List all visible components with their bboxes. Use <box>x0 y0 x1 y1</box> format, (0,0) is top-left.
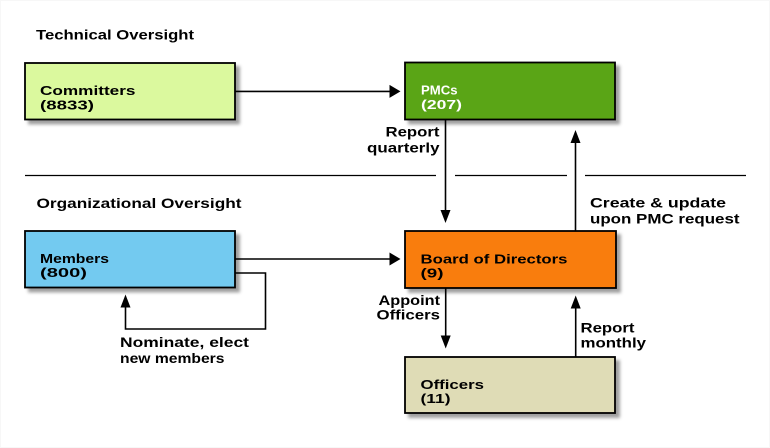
svg-text:Nominate, elect: Nominate, elect <box>120 334 249 350</box>
svg-text:Organizational Oversight: Organizational Oversight <box>37 195 242 211</box>
svg-text:quarterly: quarterly <box>367 140 440 156</box>
svg-text:Report: Report <box>581 320 635 336</box>
svg-text:Create & update: Create & update <box>590 195 726 211</box>
svg-text:new members: new members <box>120 350 225 366</box>
svg-text:Officers: Officers <box>377 307 441 323</box>
svg-text:Report: Report <box>386 124 440 140</box>
svg-text:Technical Oversight: Technical Oversight <box>36 27 194 43</box>
svg-text:Committers: Committers <box>40 83 136 98</box>
svg-text:upon PMC request: upon PMC request <box>590 211 740 227</box>
svg-text:Board of Directors: Board of Directors <box>421 252 568 267</box>
svg-text:Officers: Officers <box>421 377 485 392</box>
svg-text:(8833): (8833) <box>40 98 94 113</box>
svg-text:Appoint: Appoint <box>379 292 441 308</box>
svg-text:PMCs: PMCs <box>421 83 458 98</box>
svg-text:(9): (9) <box>421 266 444 281</box>
svg-text:(800): (800) <box>40 265 87 280</box>
svg-text:(11): (11) <box>421 391 451 406</box>
svg-text:(207): (207) <box>421 97 462 112</box>
svg-text:monthly: monthly <box>581 335 647 351</box>
svg-text:Members: Members <box>40 251 109 266</box>
